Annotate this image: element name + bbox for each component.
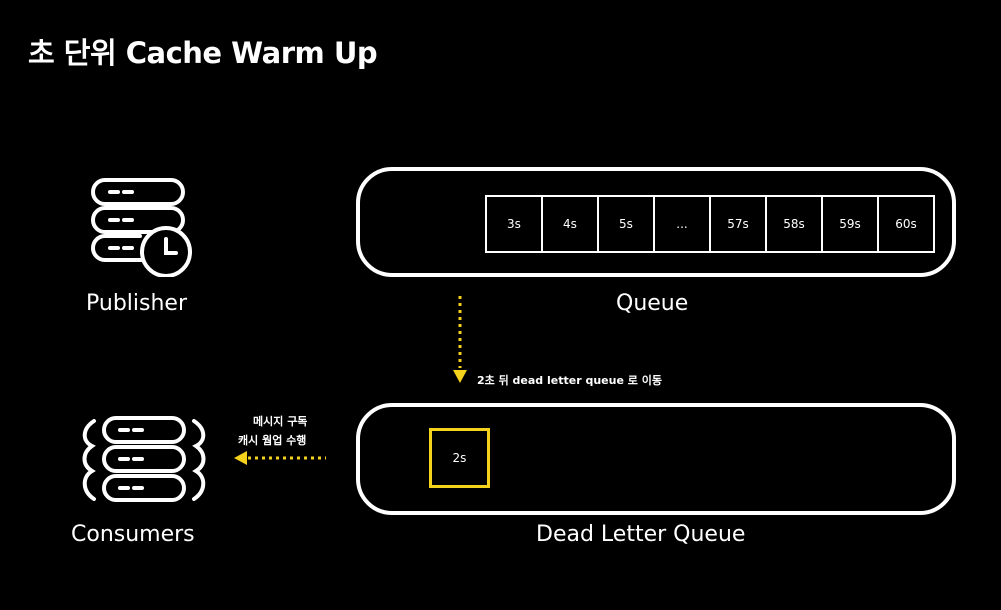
move-to-dlq-note: 2초 뒤 dead letter queue 로 이동 (477, 374, 662, 387)
queue-slot: 57s (711, 195, 767, 253)
consume-note-line1: 메시지 구독 (253, 415, 308, 428)
queue-slot: 5s (599, 195, 655, 253)
page-title: 초 단위 Cache Warm Up (28, 36, 378, 70)
queue-slot: 4s (543, 195, 599, 253)
queue-slot: 58s (767, 195, 823, 253)
consume-note-line2: 캐시 웜업 수행 (238, 434, 307, 447)
dead-letter-queue-container (356, 403, 956, 515)
consumers-label: Consumers (71, 522, 195, 547)
dead-letter-queue-label: Dead Letter Queue (536, 522, 746, 547)
arrow-left-icon (234, 451, 326, 465)
dlq-slot: 2s (429, 428, 490, 488)
server-stack-icon (82, 416, 206, 502)
queue-label: Queue (616, 291, 689, 316)
server-clock-icon (91, 178, 192, 277)
queue-slot: 60s (879, 195, 935, 253)
publisher-label: Publisher (86, 291, 187, 316)
queue-slots: 3s 4s 5s ... 57s 58s 59s 60s (485, 195, 935, 253)
queue-slot: 59s (823, 195, 879, 253)
queue-slot: 3s (487, 195, 543, 253)
queue-container (356, 167, 956, 277)
arrow-down-icon (453, 296, 467, 383)
queue-slot: ... (655, 195, 711, 253)
